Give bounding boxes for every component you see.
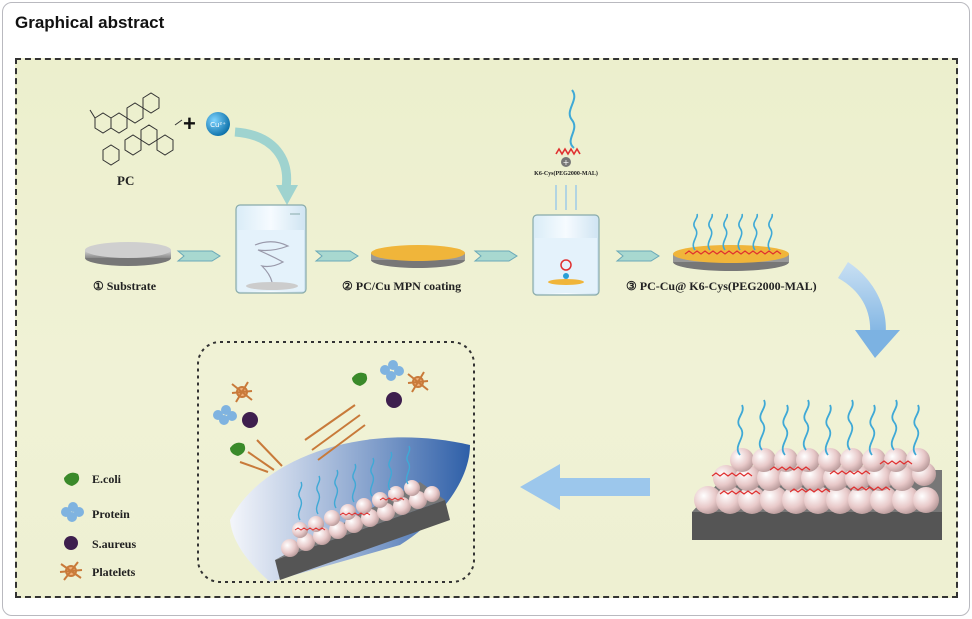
inset-organisms bbox=[213, 360, 429, 473]
drop-arrows bbox=[555, 185, 577, 210]
legend-label-ecoli: E.coli bbox=[92, 472, 122, 486]
step-arrow-1 bbox=[176, 250, 221, 262]
legend-s-aureus-icon bbox=[64, 536, 78, 550]
step1-label: ① Substrate bbox=[93, 279, 157, 293]
legend-ecoli-icon bbox=[64, 472, 80, 486]
curved-down-arrow-head bbox=[855, 330, 900, 358]
legend-platelet-icon bbox=[59, 561, 83, 581]
peptide-label: K6-Cys(PEG2000-MAL) bbox=[534, 170, 598, 177]
legend: E.coli Protein S.aureus Platelets bbox=[59, 472, 136, 581]
legend-label-protein: Protein bbox=[92, 507, 130, 521]
substrate-disc bbox=[85, 242, 171, 266]
mpn-coated-disc bbox=[371, 245, 465, 268]
ecoli-icon bbox=[230, 442, 246, 456]
functionalized-disc bbox=[673, 213, 789, 271]
charge-sign: + bbox=[563, 158, 570, 167]
cu-ion-icon bbox=[206, 112, 230, 136]
repel-arrows-in bbox=[239, 439, 283, 473]
left-arrow-icon bbox=[520, 464, 650, 510]
enlarged-surface bbox=[692, 399, 942, 540]
page-title: Graphical abstract bbox=[15, 13, 165, 32]
legend-label-s-aureus: S.aureus bbox=[92, 537, 136, 551]
step-arrow-3 bbox=[473, 250, 518, 262]
inset-frame bbox=[197, 341, 475, 583]
cu-label: Cu²⁺ bbox=[210, 121, 226, 129]
plus-sign: + bbox=[183, 111, 196, 136]
pc-label: PC bbox=[117, 173, 134, 188]
curved-arrow-shaft bbox=[234, 127, 292, 189]
inset-surface bbox=[230, 437, 470, 582]
step3-label: ③ PC-Cu@ K6-Cys(PEG2000-MAL) bbox=[626, 279, 817, 293]
platelet-icon bbox=[231, 381, 253, 403]
step-arrow-2 bbox=[314, 250, 359, 262]
charge-icon bbox=[561, 157, 571, 167]
curved-arrow-head bbox=[276, 185, 298, 205]
beaker-2-icon bbox=[532, 214, 600, 296]
repel-arrows-out bbox=[304, 404, 366, 461]
step2-label: ② PC/Cu MPN coating bbox=[342, 279, 461, 293]
curved-down-arrow-icon bbox=[838, 262, 886, 340]
step-arrow-4 bbox=[615, 250, 660, 262]
beaker-1-icon bbox=[235, 204, 307, 294]
pc-molecule-structure bbox=[89, 92, 183, 166]
peptide-chain-icon bbox=[555, 147, 581, 156]
peg-chain-icon bbox=[568, 89, 576, 149]
protein-icon bbox=[213, 405, 237, 425]
legend-label-platelets: Platelets bbox=[92, 565, 136, 579]
s-aureus-icon bbox=[242, 412, 258, 428]
legend-protein-icon bbox=[61, 502, 84, 522]
